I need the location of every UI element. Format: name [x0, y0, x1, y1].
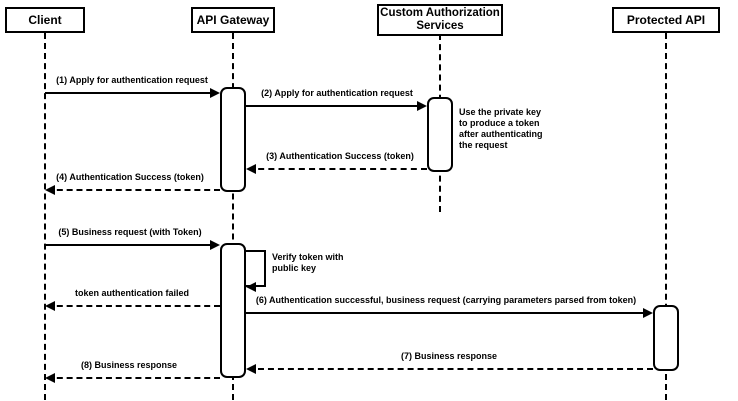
message-1-arrowhead-icon: [210, 88, 220, 98]
message-8-line: [47, 377, 220, 379]
message-1-label: (1) Apply for authentication request: [56, 75, 208, 85]
message-7-label: (7) Business response: [400, 351, 498, 361]
participant-protected-api-label: Protected API: [626, 13, 706, 27]
participant-protected-api: Protected API: [612, 7, 720, 33]
message-4-arrowhead-icon: [45, 185, 55, 195]
message-7-line: [248, 368, 653, 370]
participant-client: Client: [5, 7, 85, 33]
message-5-arrowhead-icon: [210, 240, 220, 250]
self-message-loop: [246, 250, 266, 287]
message-4-line: [47, 189, 220, 191]
participant-custom-auth-label: Custom Authorization Services: [380, 7, 500, 32]
message-3-label: (3) Authentication Success (token): [266, 151, 414, 161]
message-token-failed-line: [47, 305, 220, 307]
message-2-arrowhead-icon: [417, 101, 427, 111]
message-6-arrowhead-icon: [643, 308, 653, 318]
message-2-line: [246, 105, 425, 107]
message-6-line: [246, 312, 651, 314]
lifeline-api-gateway: [232, 33, 234, 400]
participant-client-label: Client: [28, 13, 62, 27]
participant-custom-auth: Custom Authorization Services: [377, 4, 503, 36]
activation-api-gateway-1: [220, 87, 246, 192]
activation-api-gateway-2: [220, 243, 246, 378]
message-5-line: [45, 244, 218, 246]
message-5-label: (5) Business request (with Token): [58, 227, 202, 237]
message-1-line: [45, 92, 218, 94]
message-8-label: (8) Business response: [80, 360, 178, 370]
self-message-arrowhead-icon: [246, 282, 256, 292]
lifeline-client: [44, 33, 46, 400]
participant-api-gateway: API Gateway: [191, 7, 275, 33]
message-2-label: (2) Apply for authentication request: [261, 88, 413, 98]
message-8-arrowhead-icon: [45, 373, 55, 383]
activation-custom-auth: [427, 97, 453, 172]
message-token-failed-label: token authentication failed: [74, 288, 190, 298]
activation-protected-api: [653, 305, 679, 371]
message-3-arrowhead-icon: [246, 164, 256, 174]
message-6-label: (6) Authentication successful, business …: [255, 295, 637, 305]
participant-api-gateway-label: API Gateway: [196, 13, 270, 27]
message-token-failed-arrowhead-icon: [45, 301, 55, 311]
lifeline-protected-api: [665, 33, 667, 400]
self-message-label: Verify token with public key: [272, 252, 344, 273]
note-private-key: Use the private key to produce a token a…: [459, 107, 543, 150]
message-4-label: (4) Authentication Success (token): [56, 172, 204, 182]
message-3-line: [248, 168, 427, 170]
message-7-arrowhead-icon: [246, 364, 256, 374]
